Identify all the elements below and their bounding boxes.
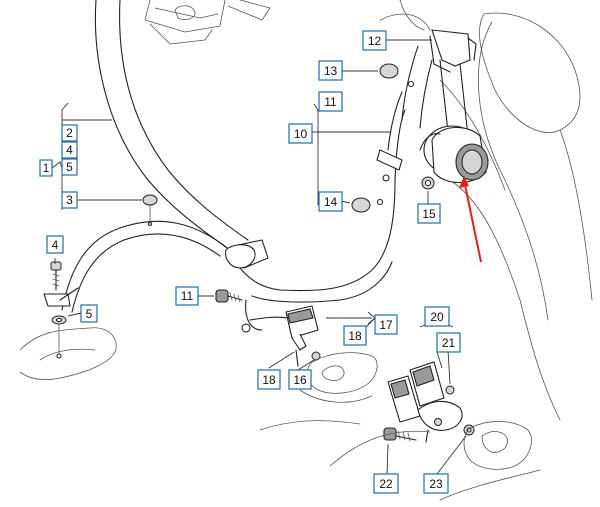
callout-11-middle: 11: [175, 286, 199, 306]
svg-text:4: 4: [52, 238, 59, 252]
washer-5: [51, 315, 67, 325]
bolt-11: [215, 289, 243, 303]
callout-12: 14: [318, 191, 343, 212]
svg-text:11: 11: [324, 95, 337, 109]
svg-text:18: 18: [262, 373, 276, 387]
svg-text:11: 11: [181, 289, 194, 303]
callout-13: 13: [318, 60, 343, 81]
svg-text:16: 16: [293, 373, 307, 387]
callout-17: 17: [374, 314, 398, 335]
svg-text:23: 23: [429, 477, 443, 491]
svg-text:21: 21: [442, 336, 456, 350]
svg-text:18: 18: [348, 329, 362, 343]
callout-14: 12: [362, 30, 387, 51]
callout-20: 20: [424, 306, 450, 327]
svg-text:20: 20: [430, 310, 444, 324]
double-buckle-assembly: [387, 361, 463, 443]
callout-23: 23: [423, 473, 449, 494]
cover-cap-3: [142, 194, 158, 227]
callout-15: 15: [417, 203, 441, 224]
floor-outline-left: [19, 323, 117, 380]
svg-text:14: 14: [324, 195, 338, 209]
cover-cap-12: [351, 197, 384, 213]
svg-text:5: 5: [86, 307, 93, 321]
callout-4-lower: 4: [46, 235, 64, 254]
belt-guide-loop: [376, 149, 403, 182]
svg-text:10: 10: [294, 127, 308, 141]
bolt-22: [383, 427, 417, 442]
belt-retractor: [419, 59, 489, 183]
seat-outline: [379, 12, 593, 421]
svg-text:3: 3: [66, 193, 73, 207]
svg-text:17: 17: [379, 318, 393, 332]
callout-21: 21: [436, 332, 461, 353]
svg-text:5: 5: [66, 160, 73, 174]
callout-5-lower: 5: [80, 304, 98, 323]
callout-18-upper: 18: [343, 325, 367, 346]
svg-text:1: 1: [43, 161, 50, 175]
belt-webbing: [61, 0, 406, 331]
floor-anchor-right: [259, 420, 541, 501]
callout-2: 2: [61, 124, 78, 142]
upper-belt-guide: [401, 29, 477, 129]
callout-11-upper: 11: [318, 91, 343, 112]
callout-22: 22: [373, 473, 399, 494]
svg-text:15: 15: [422, 207, 436, 221]
svg-text:2: 2: [66, 126, 73, 140]
lap-anchor-bolt: [43, 261, 79, 307]
svg-text:13: 13: [324, 64, 338, 78]
cover-cap-13: [379, 63, 415, 88]
svg-text:22: 22: [379, 477, 393, 491]
nut-15: [421, 176, 435, 190]
callout-16: 16: [288, 369, 312, 390]
callout-5-upper: 5: [61, 158, 78, 176]
callout-10: 10: [288, 123, 313, 144]
callout-1: 1: [39, 159, 53, 177]
upper-bracket-outline: [144, 0, 425, 45]
svg-text:12: 12: [368, 34, 382, 48]
highlight-arrow: [459, 176, 482, 263]
svg-text:4: 4: [66, 143, 73, 157]
callout-18-lower: 18: [257, 369, 281, 390]
callout-3: 3: [61, 191, 78, 209]
belt-buckle-middle: [241, 305, 319, 367]
callout-4-upper: 4: [61, 141, 78, 159]
